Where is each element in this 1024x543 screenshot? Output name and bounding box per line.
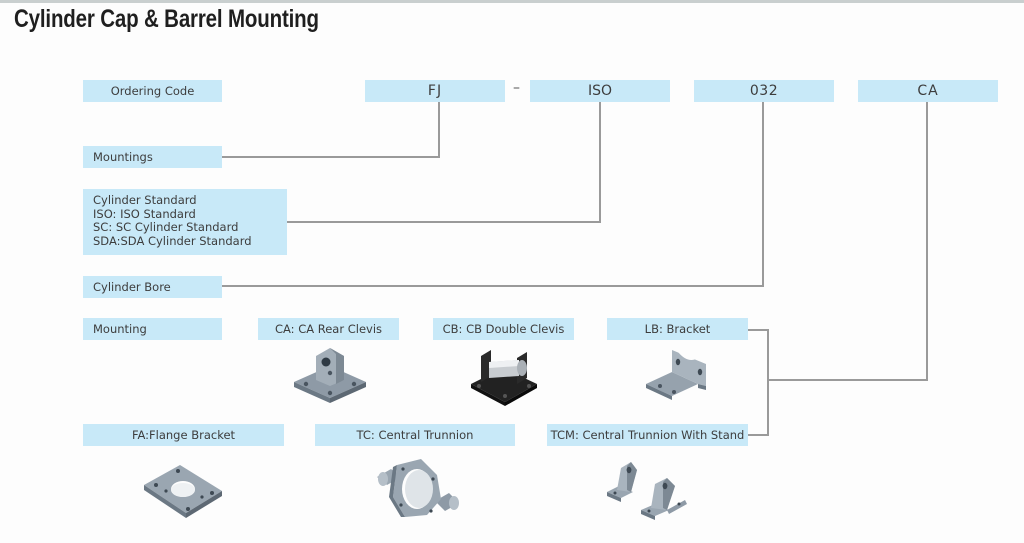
central-trunnion-icon [377,459,459,517]
cylinder-standard-sc: SC: SC Cylinder Standard [93,220,239,234]
page-title: Cylinder Cap & Barrel Mounting [14,5,319,33]
connector-fj-horizontal [222,156,440,158]
cylinder-bore-label: Cylinder Bore [83,276,222,298]
connector-lb-stub [748,329,769,331]
trunnion-stand-icon [607,462,687,520]
option-tc-label: TC: Central Trunnion [315,424,515,446]
connector-bore-horizontal [222,285,764,287]
connector-fj-vertical [438,102,440,158]
connector-ca-vertical [926,102,928,381]
connector-group-bracket [767,329,769,436]
rear-clevis-icon [294,348,366,403]
cylinder-standard-legend: Cylinder Standard ISO: ISO Standard SC: … [83,189,287,255]
cylinder-standard-sda: SDA:SDA Cylinder Standard [93,233,252,248]
mounting-label: Mounting [83,318,222,340]
ordering-code-label: Ordering Code [83,80,222,102]
option-fa-label: FA:Flange Bracket [83,424,284,446]
top-border [0,0,1024,3]
connector-bore-vertical [762,102,764,287]
code-segment-standard: ISO [530,80,670,102]
cylinder-standard-heading: Cylinder Standard [93,193,197,207]
mountings-label: Mountings [83,146,222,168]
option-tcm-label: TCM: Central Trunnion With Stand [547,424,748,446]
connector-ca-horizontal [768,379,928,381]
code-separator: – [513,80,520,96]
connector-iso-vertical [599,102,601,223]
option-lb-label: LB: Bracket [607,318,748,340]
option-cb-label: CB: CB Double Clevis [433,318,574,340]
option-ca-label: CA: CA Rear Clevis [258,318,399,340]
bracket-icon [646,350,706,400]
code-segment-mounting: CA [858,80,998,102]
cylinder-standard-iso: ISO: ISO Standard [93,206,196,221]
code-segment-bore: 032 [694,80,834,102]
connector-tcm-stub [748,434,769,436]
flange-bracket-icon [144,465,222,518]
double-clevis-icon [471,350,537,406]
connector-iso-horizontal [287,221,601,223]
code-segment-mountings: FJ [365,80,505,102]
